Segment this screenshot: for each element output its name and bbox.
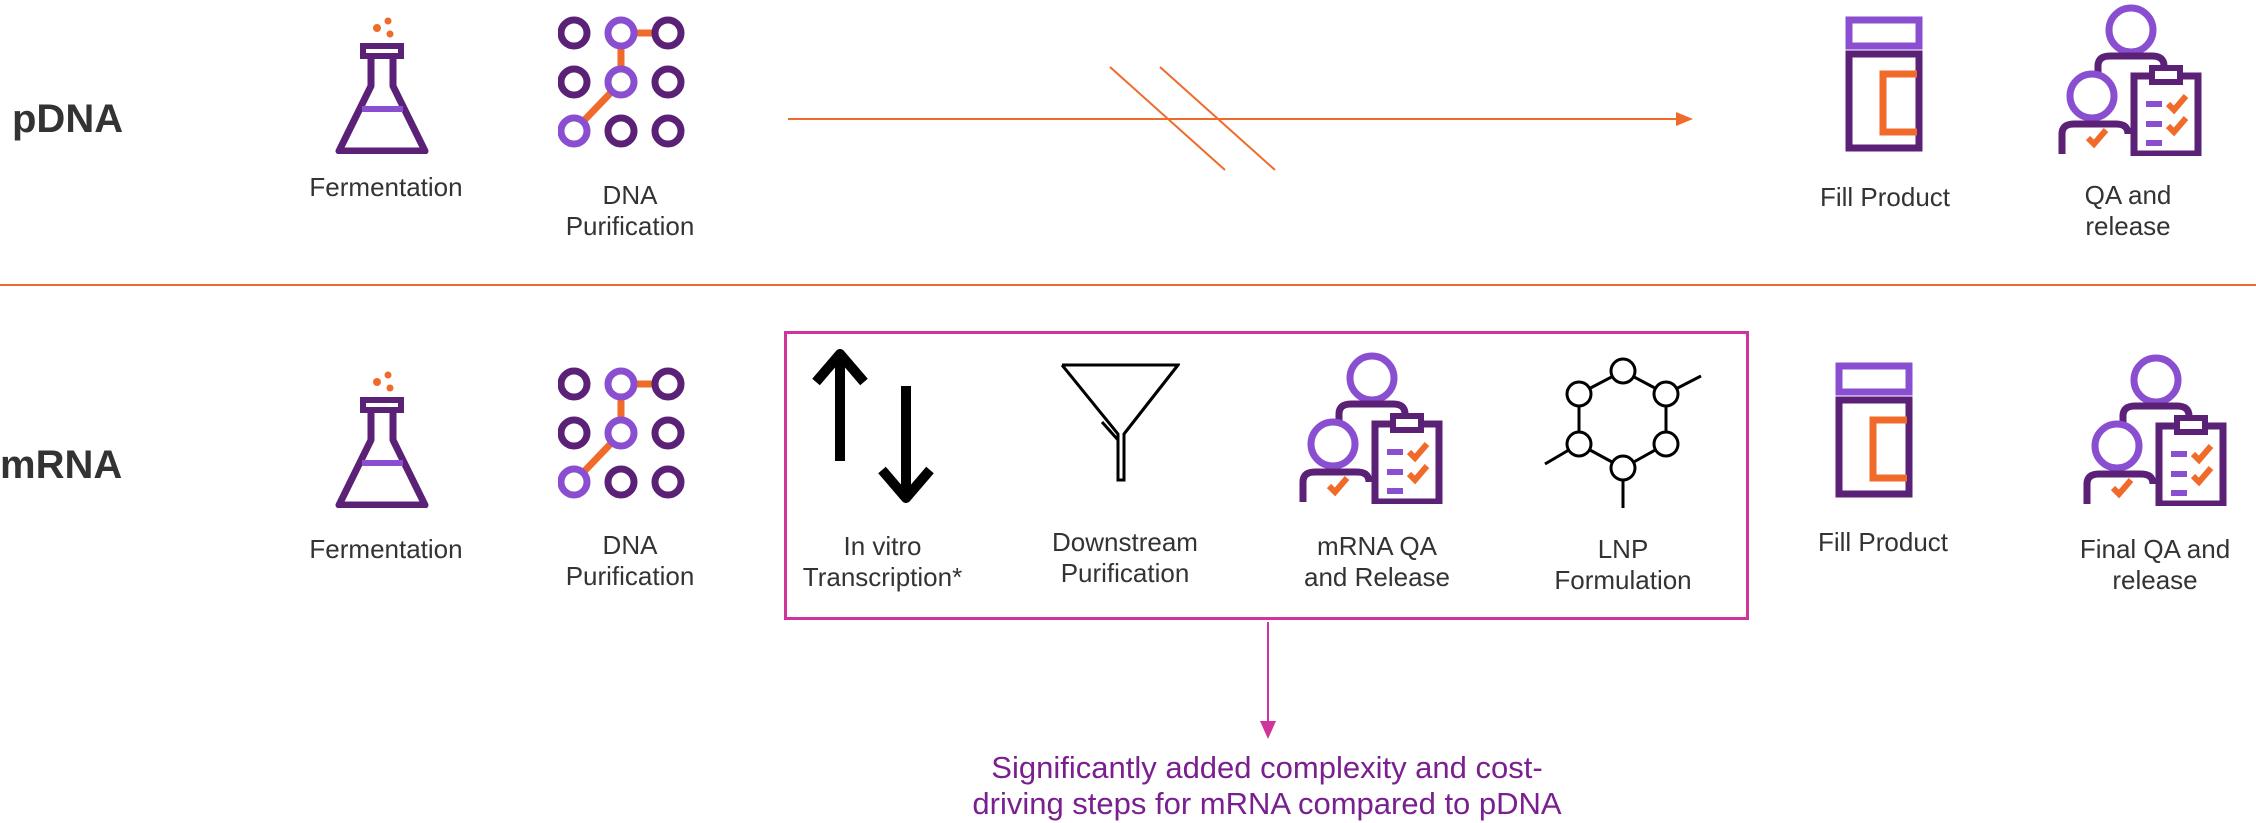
step-label: Final QA and release [2079,534,2231,595]
step-label: QA and release [2084,180,2172,241]
flask-icon [333,16,431,154]
step-label: Fill Product [1819,182,1951,212]
step-label: LNP Formulation [1554,534,1692,595]
added-steps-box [784,331,1749,620]
break-mark [1159,66,1276,171]
callout-text: Significantly added complexity and cost-… [972,750,1562,821]
step-label: mRNA QA and Release [1304,531,1450,592]
break-mark [1109,66,1226,171]
up-down-arrows-icon [810,346,938,506]
step-label: DNA Purification [565,530,695,591]
step-label: Fermentation [309,534,463,564]
qa-people-icon [2083,354,2231,506]
step-label: In vitro Transcription* [802,531,963,592]
row-title-mrna: mRNA [0,443,123,487]
step-label: Fermentation [309,172,463,202]
qa-people-icon [2058,4,2206,156]
vial-icon [1835,362,1915,498]
dna-grid-icon [558,365,694,503]
vial-icon [1845,16,1925,152]
flask-icon [333,370,431,508]
molecule-icon [1543,356,1703,510]
qa-people-icon [1299,352,1447,504]
skip-arrow [788,60,1693,175]
dna-grid-icon [558,14,694,152]
callout-arrow [1258,622,1278,740]
step-label: DNA Purification [565,180,695,241]
row-title-pdna: pDNA [12,97,124,141]
step-label: Fill Product [1817,527,1949,557]
funnel-icon [1060,362,1180,484]
row-divider [0,284,2256,286]
step-label: Downstream Purification [1052,527,1198,588]
